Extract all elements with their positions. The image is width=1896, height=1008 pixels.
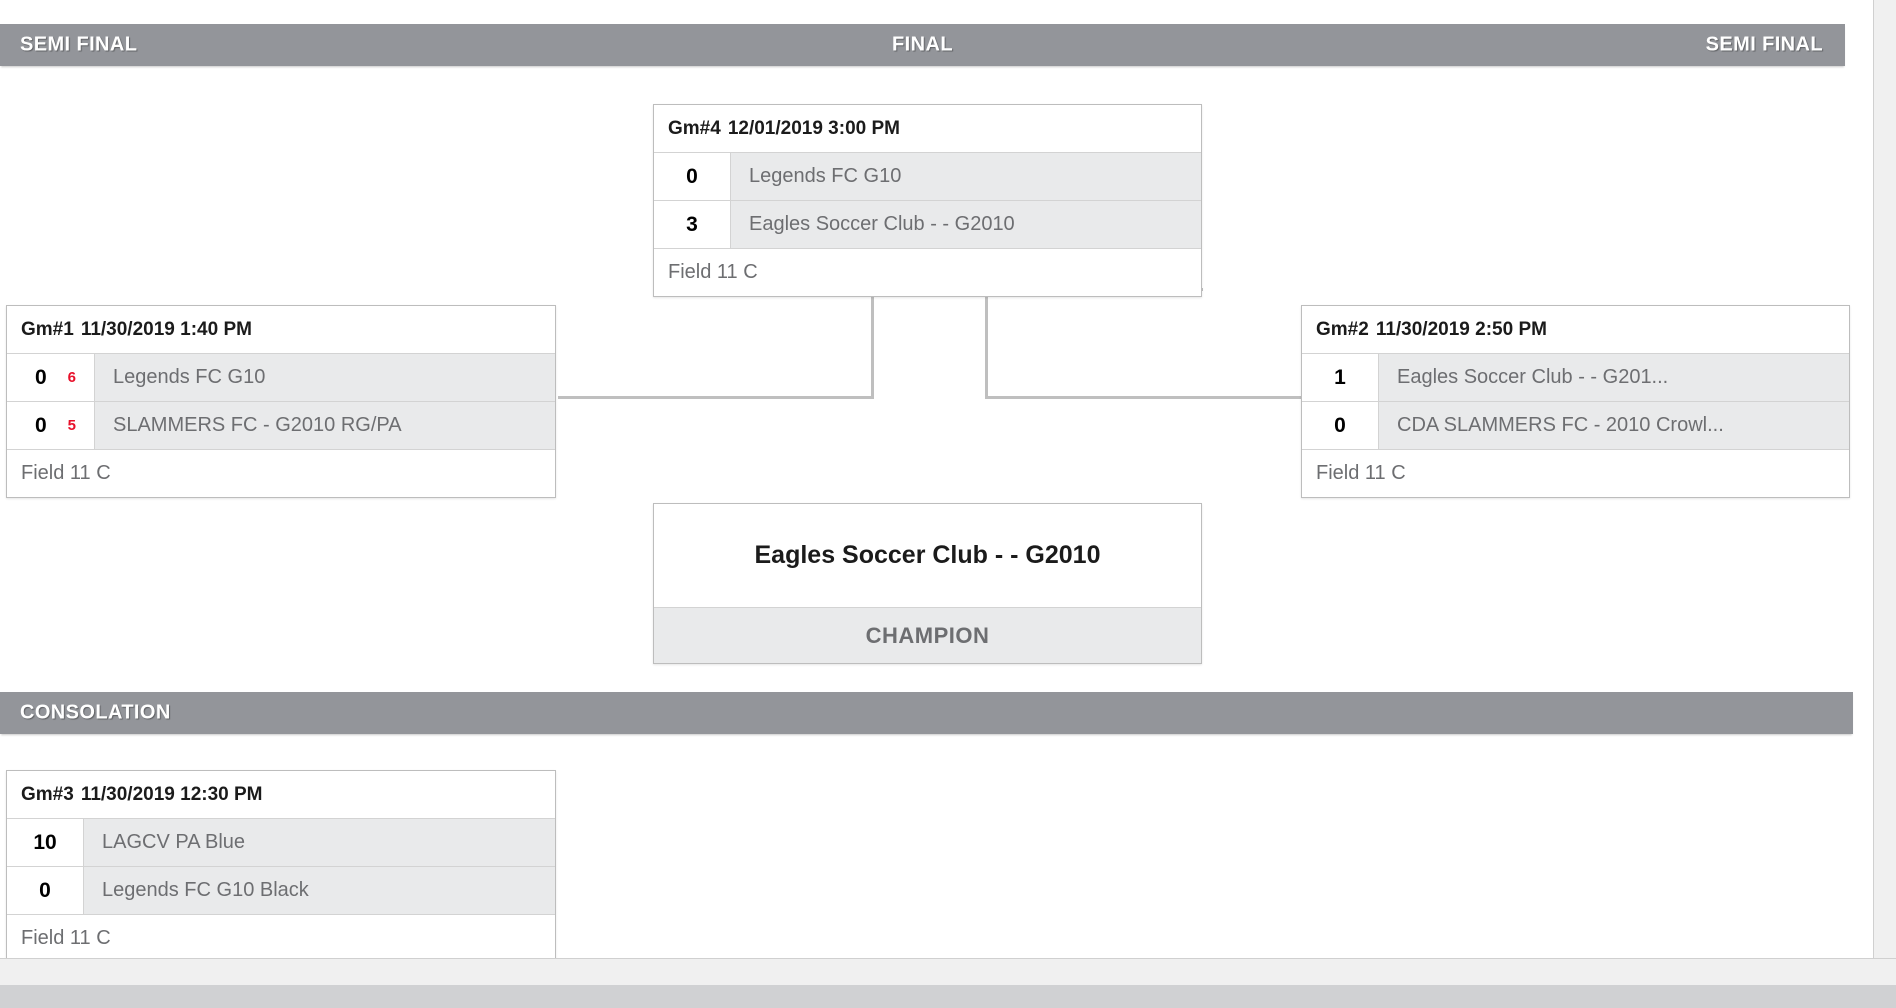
champion-label: CHAMPION [654, 607, 1201, 663]
team-score: 0 [39, 878, 51, 902]
team-score: 0 [1334, 413, 1346, 437]
round-label-final: FINAL [892, 33, 953, 56]
vertical-scrollbar[interactable] [1873, 0, 1896, 958]
match-card-gm4[interactable]: Gm#4 12/01/2019 3:00 PM 0 Legends FC G10… [653, 104, 1202, 297]
match-card-gm3[interactable]: Gm#3 11/30/2019 12:30 PM 10 LAGCV PA Blu… [6, 770, 556, 958]
game-number-gm2: Gm#2 [1316, 318, 1369, 340]
champion-team-name: Eagles Soccer Club - - G2010 [754, 541, 1101, 569]
game-datetime-gm3: 11/30/2019 12:30 PM [80, 783, 263, 805]
team-name: Legends FC G10 [749, 165, 902, 187]
champion-box: Eagles Soccer Club - - G2010 CHAMPION [653, 503, 1202, 664]
connector-line-left-lower [558, 396, 874, 399]
team-score: 0 [686, 164, 698, 188]
connector-line-left-riser [871, 290, 874, 399]
score-cell: 0 [7, 867, 84, 914]
team-row[interactable]: 0 Legends FC G10 Black [7, 866, 555, 914]
score-cell: 0 5 [7, 402, 95, 449]
match-card-gm2[interactable]: Gm#2 11/30/2019 2:50 PM 1 Eagles Soccer … [1301, 305, 1850, 498]
round-header-consolation: CONSOLATION [0, 692, 1853, 734]
match-header-gm4: Gm#4 12/01/2019 3:00 PM [654, 105, 1201, 152]
score-cell: 3 [654, 201, 731, 248]
shootout-score: 6 [67, 369, 76, 386]
team-row[interactable]: 10 LAGCV PA Blue [7, 818, 555, 866]
team-row[interactable]: 0 5 SLAMMERS FC - G2010 RG/PA [7, 401, 555, 449]
round-label-semifinal-left: SEMI FINAL [20, 33, 138, 56]
team-row[interactable]: 0 Legends FC G10 [654, 152, 1201, 200]
team-name: Legends FC G10 Black [102, 879, 309, 901]
game-datetime-gm4: 12/01/2019 3:00 PM [727, 117, 900, 139]
team-row[interactable]: 1 Eagles Soccer Club - - G201... [1302, 353, 1849, 401]
game-datetime-gm1: 11/30/2019 1:40 PM [80, 318, 252, 340]
match-card-gm1[interactable]: Gm#1 11/30/2019 1:40 PM 0 6 Legends FC G… [6, 305, 556, 498]
horizontal-scrollbar-track[interactable] [0, 958, 1896, 985]
connector-line-right-lower [985, 396, 1303, 399]
team-name: CDA SLAMMERS FC - 2010 Crowl... [1397, 414, 1724, 436]
game-datetime-gm2: 11/30/2019 2:50 PM [1375, 318, 1547, 340]
team-row[interactable]: 0 CDA SLAMMERS FC - 2010 Crowl... [1302, 401, 1849, 449]
game-number-gm3: Gm#3 [21, 783, 74, 805]
team-score: 10 [33, 830, 57, 854]
shootout-score: 5 [67, 417, 76, 434]
match-field-gm2: Field 11 C [1302, 449, 1849, 497]
team-name: LAGCV PA Blue [102, 831, 246, 853]
score-cell: 1 [1302, 354, 1379, 401]
team-name: Eagles Soccer Club - - G201... [1397, 366, 1669, 388]
match-field-gm3: Field 11 C [7, 914, 555, 958]
team-row[interactable]: 0 6 Legends FC G10 [7, 353, 555, 401]
score-cell: 0 [1302, 402, 1379, 449]
match-header-gm1: Gm#1 11/30/2019 1:40 PM [7, 306, 555, 353]
team-name: SLAMMERS FC - G2010 RG/PA [113, 414, 402, 436]
match-field-gm4: Field 11 C [654, 248, 1201, 296]
round-header-semifinal: SEMI FINAL FINAL SEMI FINAL [0, 24, 1845, 66]
score-cell: 10 [7, 819, 84, 866]
round-label-consolation: CONSOLATION [20, 701, 171, 724]
score-cell: 0 [654, 153, 731, 200]
game-number-gm1: Gm#1 [21, 318, 74, 340]
round-label-semifinal-right: SEMI FINAL [1705, 33, 1823, 56]
bracket-content-area: SEMI FINAL FINAL SEMI FINAL Gm#4 12/01/2… [0, 24, 1853, 958]
team-name: Legends FC G10 [113, 366, 266, 388]
connector-line-right-riser [985, 290, 988, 399]
game-number-gm4: Gm#4 [668, 117, 721, 139]
team-name: Eagles Soccer Club - - G2010 [749, 213, 1015, 235]
match-header-gm3: Gm#3 11/30/2019 12:30 PM [7, 771, 555, 818]
team-score: 0 [35, 365, 47, 389]
team-score: 0 [35, 413, 47, 437]
score-cell: 0 6 [7, 354, 95, 401]
match-header-gm2: Gm#2 11/30/2019 2:50 PM [1302, 306, 1849, 353]
team-score: 1 [1334, 365, 1346, 389]
match-field-gm1: Field 11 C [7, 449, 555, 497]
team-score: 3 [686, 212, 698, 236]
team-row[interactable]: 3 Eagles Soccer Club - - G2010 [654, 200, 1201, 248]
horizontal-scrollbar-thumb[interactable] [0, 985, 1896, 1008]
